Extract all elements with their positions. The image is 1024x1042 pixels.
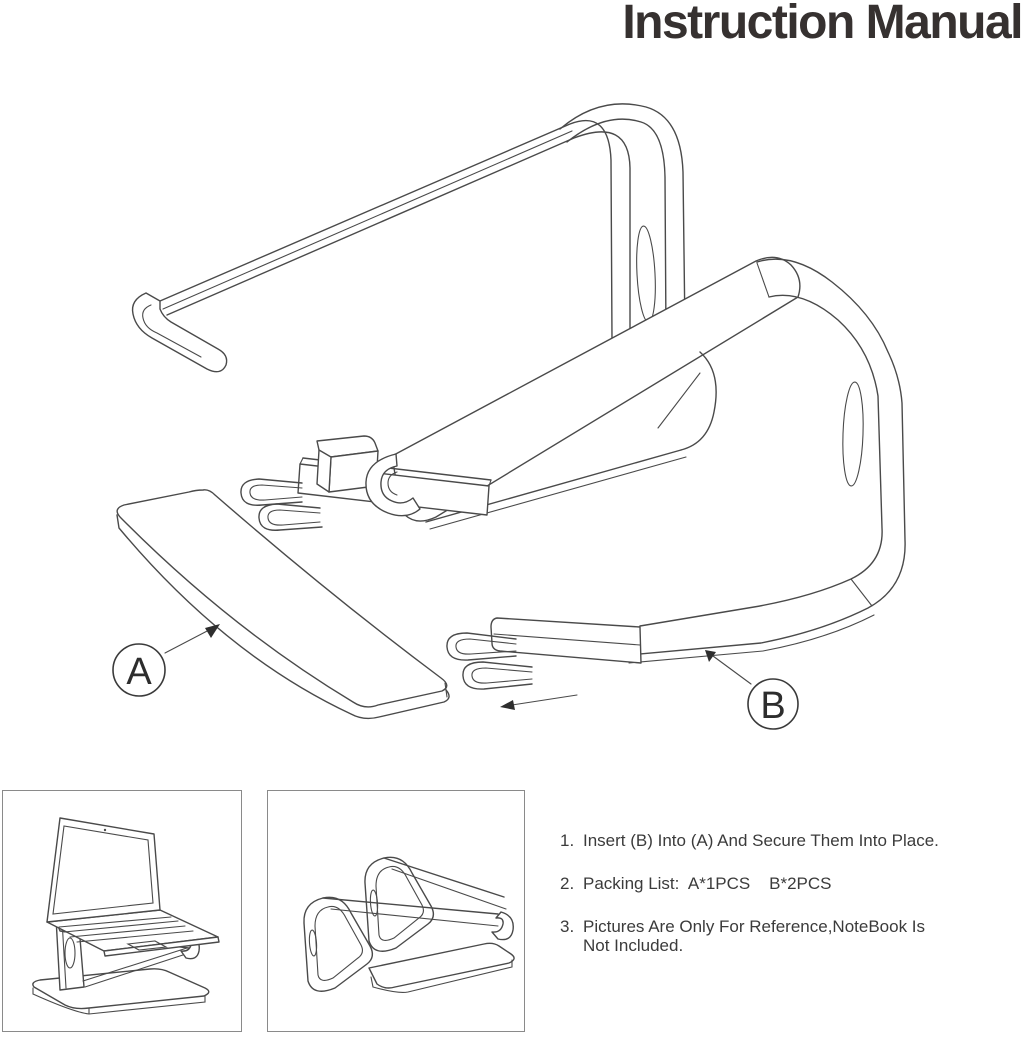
instruction-text: Not Included.: [583, 936, 684, 955]
stand-with-laptop-drawing: [32, 817, 220, 1015]
instruction-item-1: 1. Insert (B) Into (A) And Secure Them I…: [560, 831, 1022, 850]
part-a-letter: A: [126, 651, 152, 693]
instruction-list: 1. Insert (B) Into (A) And Secure Them I…: [560, 831, 1022, 979]
part-b2-foot-fork: [446, 617, 642, 690]
thumbnail-stand-with-laptop: [2, 790, 242, 1032]
instruction-text: Packing List: A*1PCS B*2PCS: [583, 874, 832, 893]
part-b1-arm: [131, 119, 631, 373]
exploded-diagram: A B: [112, 103, 906, 730]
slide-direction-arrow: [500, 694, 578, 710]
instruction-text: Insert (B) Into (A) And Secure Them Into…: [583, 831, 939, 850]
instruction-number: 2.: [560, 874, 575, 893]
part-b1-foot-fork: [240, 435, 492, 531]
instruction-item-2: 2. Packing List: A*1PCS B*2PCS: [560, 874, 1022, 893]
instruction-number: 1.: [560, 831, 575, 850]
callout-arrow-b: [705, 650, 752, 685]
b1-lip-hook: [131, 292, 228, 373]
part-a-plate: [116, 489, 450, 720]
part-a-badge: A: [112, 643, 166, 697]
thumbnail-assembled-stand: [267, 790, 525, 1032]
instruction-item-3: 3. Pictures Are Only For Reference,NoteB…: [560, 917, 1022, 955]
b2-lip-hook: [365, 453, 421, 517]
instruction-number: 3.: [560, 917, 575, 936]
instruction-text: Pictures Are Only For Reference,NoteBook…: [583, 917, 926, 936]
callout-arrow-a: [164, 624, 220, 654]
part-b-badge: B: [747, 678, 799, 730]
part-b-letter: B: [760, 685, 785, 727]
part-b2-frame: [628, 258, 906, 664]
part-b1-frame: [559, 103, 686, 338]
assembled-stand-drawing: [303, 856, 515, 993]
page-title: Instruction Manual: [622, 0, 1023, 49]
